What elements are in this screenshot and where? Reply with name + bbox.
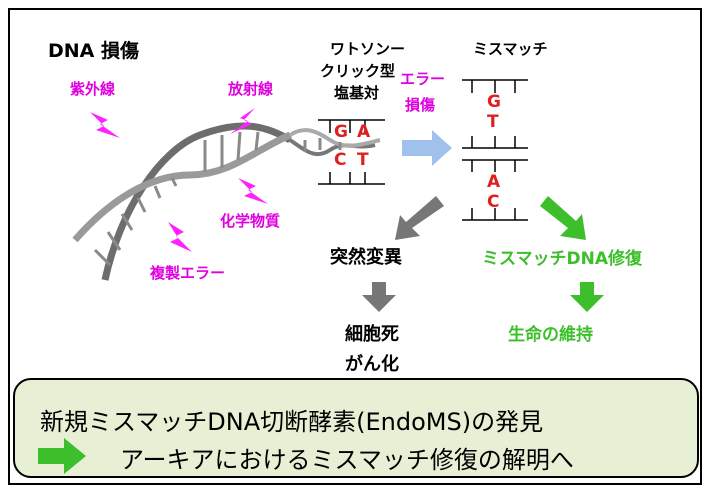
lightning-bolt-chemical [238, 178, 268, 204]
base-C: C [334, 150, 347, 170]
blue-arrow [402, 130, 452, 166]
watson-crick-strands [318, 119, 385, 185]
repair-label: ミスマッチDNA修復 [482, 249, 642, 269]
summary-box [13, 378, 699, 478]
dna-damage-title: DNA 損傷 [48, 40, 139, 62]
cancer-label: がん化 [345, 354, 399, 375]
gray-arrow-death [362, 282, 396, 312]
lightning-bolt-replication [168, 222, 192, 252]
damage-label: 損傷 [405, 96, 436, 114]
mismatch-strands [462, 79, 528, 221]
watson-crick-label-2: クリック型 [320, 62, 396, 80]
error-label: エラー [400, 70, 446, 88]
lightning-bolt-uv [90, 112, 120, 138]
base-G: G [334, 122, 348, 142]
source-uv-label: 紫外線 [70, 80, 116, 98]
green-arrow-repair [540, 196, 586, 240]
watson-crick-label-1: ワトソンー [330, 40, 406, 58]
mismatch-base-G: G [487, 92, 501, 112]
mismatch-base-C: C [487, 192, 500, 212]
base-T: T [357, 150, 369, 170]
cell-death-label: 細胞死 [345, 324, 399, 345]
gray-arrow-mutation [395, 196, 444, 240]
base-A: A [357, 122, 371, 142]
mismatch-base-A: A [487, 172, 501, 192]
source-radiation-label: 放射線 [228, 80, 274, 98]
mismatch-base-T: T [487, 112, 499, 132]
source-chemical-label: 化学物質 [220, 212, 281, 230]
source-replication-label: 複製エラー [150, 264, 226, 282]
dna-helix-image [72, 122, 381, 281]
mismatch-label: ミスマッチ [473, 40, 548, 58]
mutation-label: 突然変異 [330, 247, 402, 268]
lightning-bolts [90, 108, 268, 252]
life-maintenance-label: 生命の維持 [508, 325, 593, 345]
summary-line-1: 新規ミスマッチDNA切断酵素(EndoMS)の発見 [40, 408, 544, 436]
lightning-bolt-radiation [230, 108, 255, 134]
green-arrow-maintenance [570, 282, 604, 312]
watson-crick-label-3: 塩基対 [334, 84, 380, 102]
summary-line-2: アーキアにおけるミスマッチ修復の解明へ [120, 446, 574, 474]
